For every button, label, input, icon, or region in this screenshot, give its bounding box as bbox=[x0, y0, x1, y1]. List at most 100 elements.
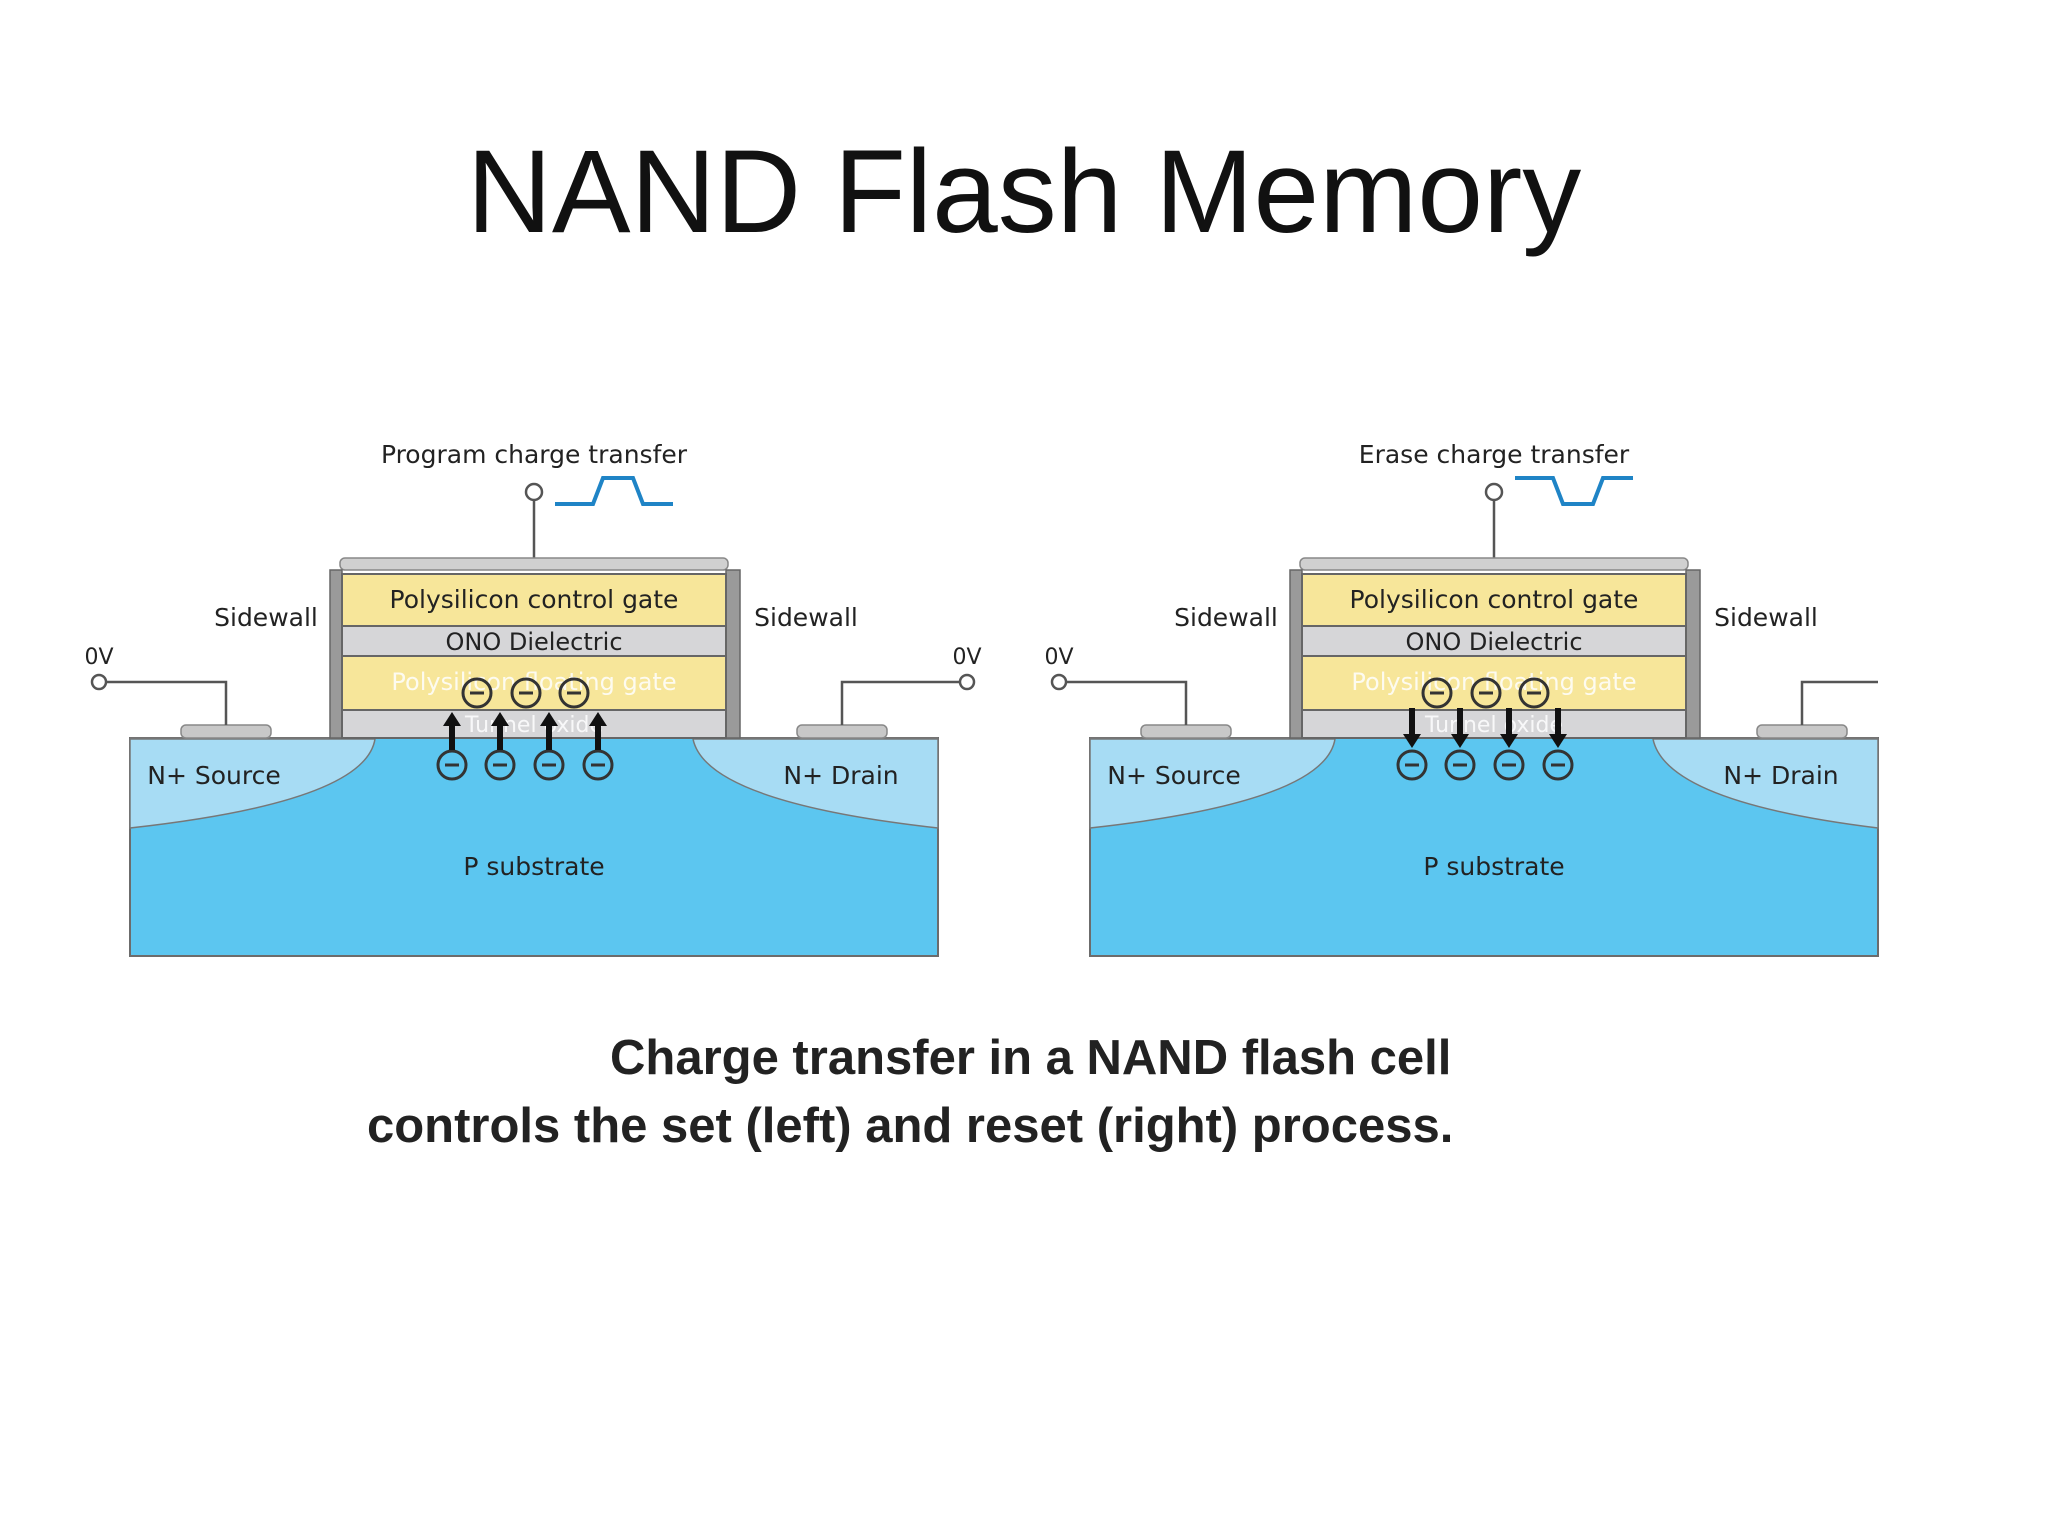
source-terminal-icon bbox=[90, 673, 108, 691]
arrow-head bbox=[540, 712, 558, 726]
control-gate bbox=[341, 573, 727, 627]
channel-electron-icon bbox=[1493, 749, 1525, 781]
panel-program: Program charge transfer N+ Source N+ Drain… bbox=[84, 440, 982, 957]
source-voltage: 0V bbox=[1044, 645, 1073, 670]
arrow-up-icon bbox=[589, 712, 607, 750]
control-gate-label: Polysilicon control gate bbox=[390, 585, 679, 614]
electron-ring bbox=[1396, 749, 1428, 781]
source-label: N+ Source bbox=[147, 761, 280, 790]
caption-line-2: controls the set (left) and reset (right… bbox=[367, 1099, 1454, 1153]
tunnel-oxide-label: Tunnel oxide bbox=[1424, 713, 1563, 738]
drain-voltage: 0V bbox=[952, 645, 981, 670]
gate-terminal-icon bbox=[524, 482, 544, 502]
drain-label: N+ Drain bbox=[1723, 761, 1838, 790]
caption-line-1: Charge transfer in a NAND flash cell bbox=[610, 1031, 1452, 1085]
gate-electron-icon bbox=[1518, 677, 1550, 709]
arrow-head bbox=[443, 712, 461, 726]
negative-pulse-icon bbox=[1515, 476, 1633, 506]
control-gate-label: Polysilicon control gate bbox=[1350, 585, 1639, 614]
left-sidewall-label: Sidewall bbox=[214, 603, 318, 632]
drain-lead bbox=[840, 680, 960, 725]
right-sidewall bbox=[725, 569, 741, 739]
panel-erase: Erase charge transfer N+ Source N+ Drain P … bbox=[1044, 440, 1879, 957]
source-lead bbox=[106, 680, 228, 725]
electron-ring bbox=[510, 677, 542, 709]
arrow-up-icon bbox=[540, 712, 558, 750]
electron-ring bbox=[484, 749, 516, 781]
drain-terminal-icon bbox=[958, 673, 976, 691]
right-sidewall-label: Sidewall bbox=[1714, 603, 1818, 632]
n-source-region bbox=[129, 738, 376, 829]
left-sidewall bbox=[329, 569, 343, 739]
gate-electron-icon bbox=[1421, 677, 1453, 709]
tunnel-oxide bbox=[341, 709, 727, 739]
slide-title: NAND Flash Memory bbox=[466, 126, 1582, 258]
arrow-head bbox=[1403, 734, 1421, 748]
dielectric-label: ONO Dielectric bbox=[445, 628, 622, 656]
electron-ring bbox=[1542, 749, 1574, 781]
electron-ring bbox=[533, 749, 565, 781]
electron-ring bbox=[1421, 677, 1453, 709]
right-sidewall bbox=[1685, 569, 1701, 739]
source-contact bbox=[180, 724, 272, 739]
positive-pulse-icon bbox=[555, 476, 673, 506]
electron-ring bbox=[1470, 677, 1502, 709]
gate-terminal-icon bbox=[1484, 482, 1504, 502]
electron-ring bbox=[436, 749, 468, 781]
source-contact bbox=[1140, 724, 1232, 739]
drain-label: N+ Drain bbox=[783, 761, 898, 790]
top-contact bbox=[339, 557, 729, 571]
drain-contact bbox=[796, 724, 888, 739]
n-drain-region bbox=[692, 738, 939, 829]
source-terminal-icon bbox=[1050, 673, 1068, 691]
panel-header: Program charge transfer bbox=[381, 440, 688, 469]
dielectric-label: ONO Dielectric bbox=[1405, 628, 1582, 656]
panel-header: Erase charge transfer bbox=[1359, 440, 1630, 469]
electron-ring bbox=[1493, 749, 1525, 781]
arrow-up-icon bbox=[491, 712, 509, 750]
top-contact bbox=[1299, 557, 1689, 571]
arrow-down-icon bbox=[1500, 708, 1518, 748]
gate-electron-icon bbox=[1470, 677, 1502, 709]
arrow-head bbox=[491, 712, 509, 726]
channel-electron-icon bbox=[533, 749, 565, 781]
electron-ring bbox=[461, 677, 493, 709]
channel-electron-icon bbox=[1542, 749, 1574, 781]
arrow-head bbox=[1549, 734, 1567, 748]
tunnel-oxide-label: Tunnel oxide bbox=[464, 713, 603, 738]
gate-electron-icon bbox=[461, 677, 493, 709]
arrow-down-icon bbox=[1451, 708, 1469, 748]
channel-electron-icon bbox=[582, 749, 614, 781]
n-drain-region bbox=[1652, 738, 1879, 829]
source-lead bbox=[1066, 680, 1188, 725]
electron-ring bbox=[1444, 749, 1476, 781]
arrow-head bbox=[1451, 734, 1469, 748]
electron-ring bbox=[582, 749, 614, 781]
arrow-up-icon bbox=[443, 712, 461, 750]
ono-dielectric bbox=[1301, 625, 1687, 657]
electron-ring bbox=[558, 677, 590, 709]
source-label: N+ Source bbox=[1107, 761, 1240, 790]
electron-ring bbox=[1518, 677, 1550, 709]
arrow-head bbox=[1500, 734, 1518, 748]
left-sidewall bbox=[1289, 569, 1303, 739]
arrow-head bbox=[589, 712, 607, 726]
channel-electron-icon bbox=[1396, 749, 1428, 781]
substrate-label: P substrate bbox=[463, 852, 604, 881]
n-source-region bbox=[1089, 738, 1336, 829]
control-gate bbox=[1301, 573, 1687, 627]
right-sidewall-label: Sidewall bbox=[754, 603, 858, 632]
drain-contact bbox=[1756, 724, 1848, 739]
source-voltage: 0V bbox=[84, 645, 113, 670]
gate-electron-icon bbox=[558, 677, 590, 709]
channel-electron-icon bbox=[484, 749, 516, 781]
substrate-label: P substrate bbox=[1423, 852, 1564, 881]
drain-lead bbox=[1800, 680, 1878, 725]
left-sidewall-label: Sidewall bbox=[1174, 603, 1278, 632]
channel-electron-icon bbox=[436, 749, 468, 781]
channel-electron-icon bbox=[1444, 749, 1476, 781]
gate-electron-icon bbox=[510, 677, 542, 709]
tunnel-oxide bbox=[1301, 709, 1687, 739]
arrow-down-icon bbox=[1549, 708, 1567, 748]
arrow-down-icon bbox=[1403, 708, 1421, 748]
